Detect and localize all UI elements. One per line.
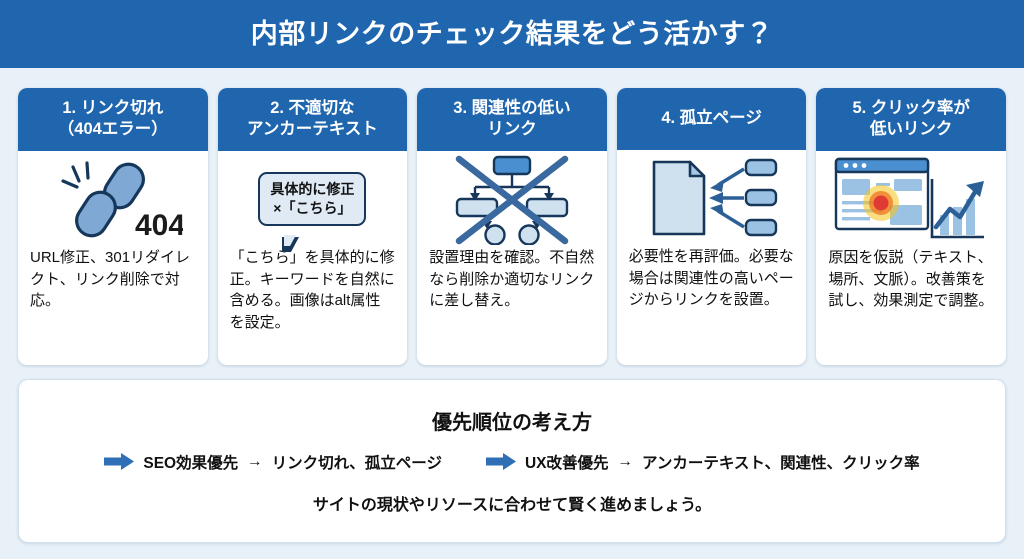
summary-item-seo-arrow: →	[247, 452, 263, 470]
broken-chain-404-icon: 404	[28, 151, 198, 247]
card-3-body: 設置理由を確認。不自然なら削除か適切なリンクに差し替え。	[417, 151, 607, 365]
card-1-title-line2: （404エラー）	[57, 120, 168, 139]
card-orphan-page: 4. 孤立ページ	[616, 88, 807, 365]
card-1-icon-label: 404	[135, 209, 183, 242]
card-low-relevance-link: 3. 関連性の低い リンク	[417, 88, 607, 365]
card-2-body: 具体的に修正 ×「こちら」 「こちら」を具体的に修正。キーワードを自然に含める。…	[218, 151, 408, 365]
bubble-line-2: ×「こちら」	[273, 200, 352, 217]
summary-item-ux: UX改善優先 → アンカーテキスト、関連性、クリック率	[485, 451, 920, 473]
card-2-title-line1: 2. 不適切な	[270, 99, 355, 117]
summary-item-seo-label: SEO効果優先	[143, 454, 239, 472]
summary-item-ux-arrow: →	[617, 452, 634, 470]
page-header: 内部リンクのチェック結果をどう活かす？	[0, 0, 1024, 68]
card-1-title-line1: 1. リンク切れ	[62, 99, 164, 117]
card-1-header: 1. リンク切れ （404エラー）	[18, 88, 208, 152]
summary-items: SEO効果優先 → リンク切れ、孤立ページ UX改善優先 → アンカーテキスト、…	[29, 451, 995, 473]
summary-section: 優先順位の考え方 SEO効果優先 → リンク切れ、孤立ページ UX改善優先 →	[0, 365, 1024, 559]
card-4-body: 必要性を再評価。必要な場合は関連性の高いページからリンクを設置。	[617, 150, 807, 365]
card-4-body-text: 必要性を再評価。必要な場合は関連性の高いページからリンクを設置。	[628, 248, 794, 309]
summary-item-ux-label: UX改善優先	[524, 454, 609, 472]
card-2-title-line2: アンカーテキスト	[246, 120, 378, 139]
summary-item-seo-detail: リンク切れ、孤立ページ	[271, 454, 442, 472]
card-2-header: 2. 不適切な アンカーテキスト	[217, 88, 408, 152]
card-5-body-text: 原因を仮説（テキスト、場所、文脈）。改善策を試し、効果測定で調整。	[828, 249, 994, 310]
page-title: 内部リンクのチェック結果をどう活かす？	[250, 18, 774, 49]
bubble-line-1: 具体的に修正	[270, 181, 355, 198]
card-4-header: 4. 孤立ページ	[616, 88, 807, 150]
card-4-title-line1: 4. 孤立ページ	[661, 108, 762, 127]
heatmap-growth-chart-icon	[826, 151, 996, 247]
summary-item-seo: SEO効果優先 → リンク切れ、孤立ページ	[104, 451, 442, 473]
summary-note: サイトの現状やリソースに合わせて賢く進めましょう。	[312, 496, 712, 514]
card-3-header: 3. 関連性の低い リンク	[417, 88, 607, 152]
card-2-body-text: 「こちら」を具体的に修正。キーワードを自然に含める。画像はalt属性を設定。	[229, 249, 395, 331]
crossed-out-hierarchy-icon	[427, 151, 597, 247]
right-arrow-icon	[104, 453, 135, 470]
orphan-page-inbound-links-icon	[627, 150, 797, 246]
card-5-title-line2: 低いリンク	[869, 120, 953, 139]
card-low-ctr-link: 5. クリック率が 低いリンク	[816, 88, 1006, 365]
card-5-header: 5. クリック率が 低いリンク	[816, 88, 1006, 152]
card-1-body-text: URL修正、301リダイレクト、リンク削除で対応。	[30, 249, 191, 310]
card-anchor-text: 2. 不適切な アンカーテキスト 具体的に修正 ×「こちら」 「こちら」を具体的…	[217, 88, 408, 365]
summary-box: 優先順位の考え方 SEO効果優先 → リンク切れ、孤立ページ UX改善優先 →	[18, 379, 1006, 543]
card-5-title-line1: 5. クリック率が	[852, 99, 970, 117]
speech-bubble-anchor-text-icon: 具体的に修正 ×「こちら」	[228, 151, 398, 253]
summary-title: 優先順位の考え方	[432, 411, 592, 434]
card-5-body: 原因を仮説（テキスト、場所、文脈）。改善策を試し、効果測定で調整。	[816, 151, 1006, 365]
card-1-body: 404 URL修正、301リダイレクト、リンク削除で対応。	[18, 151, 208, 365]
cards-row: 1. リンク切れ （404エラー）	[0, 68, 1024, 365]
card-3-title-line1: 3. 関連性の低い	[453, 99, 571, 117]
right-arrow-icon	[485, 453, 516, 470]
cross-out-mark	[455, 155, 569, 245]
card-3-title-line2: リンク	[487, 120, 537, 139]
anchor-text-bubble: 具体的に修正 ×「こちら」	[258, 172, 367, 253]
summary-item-ux-detail: アンカーテキスト、関連性、クリック率	[642, 454, 920, 472]
card-3-body-text: 設置理由を確認。不自然なら削除か適切なリンクに差し替え。	[429, 249, 595, 310]
card-broken-link: 1. リンク切れ （404エラー）	[18, 88, 208, 365]
